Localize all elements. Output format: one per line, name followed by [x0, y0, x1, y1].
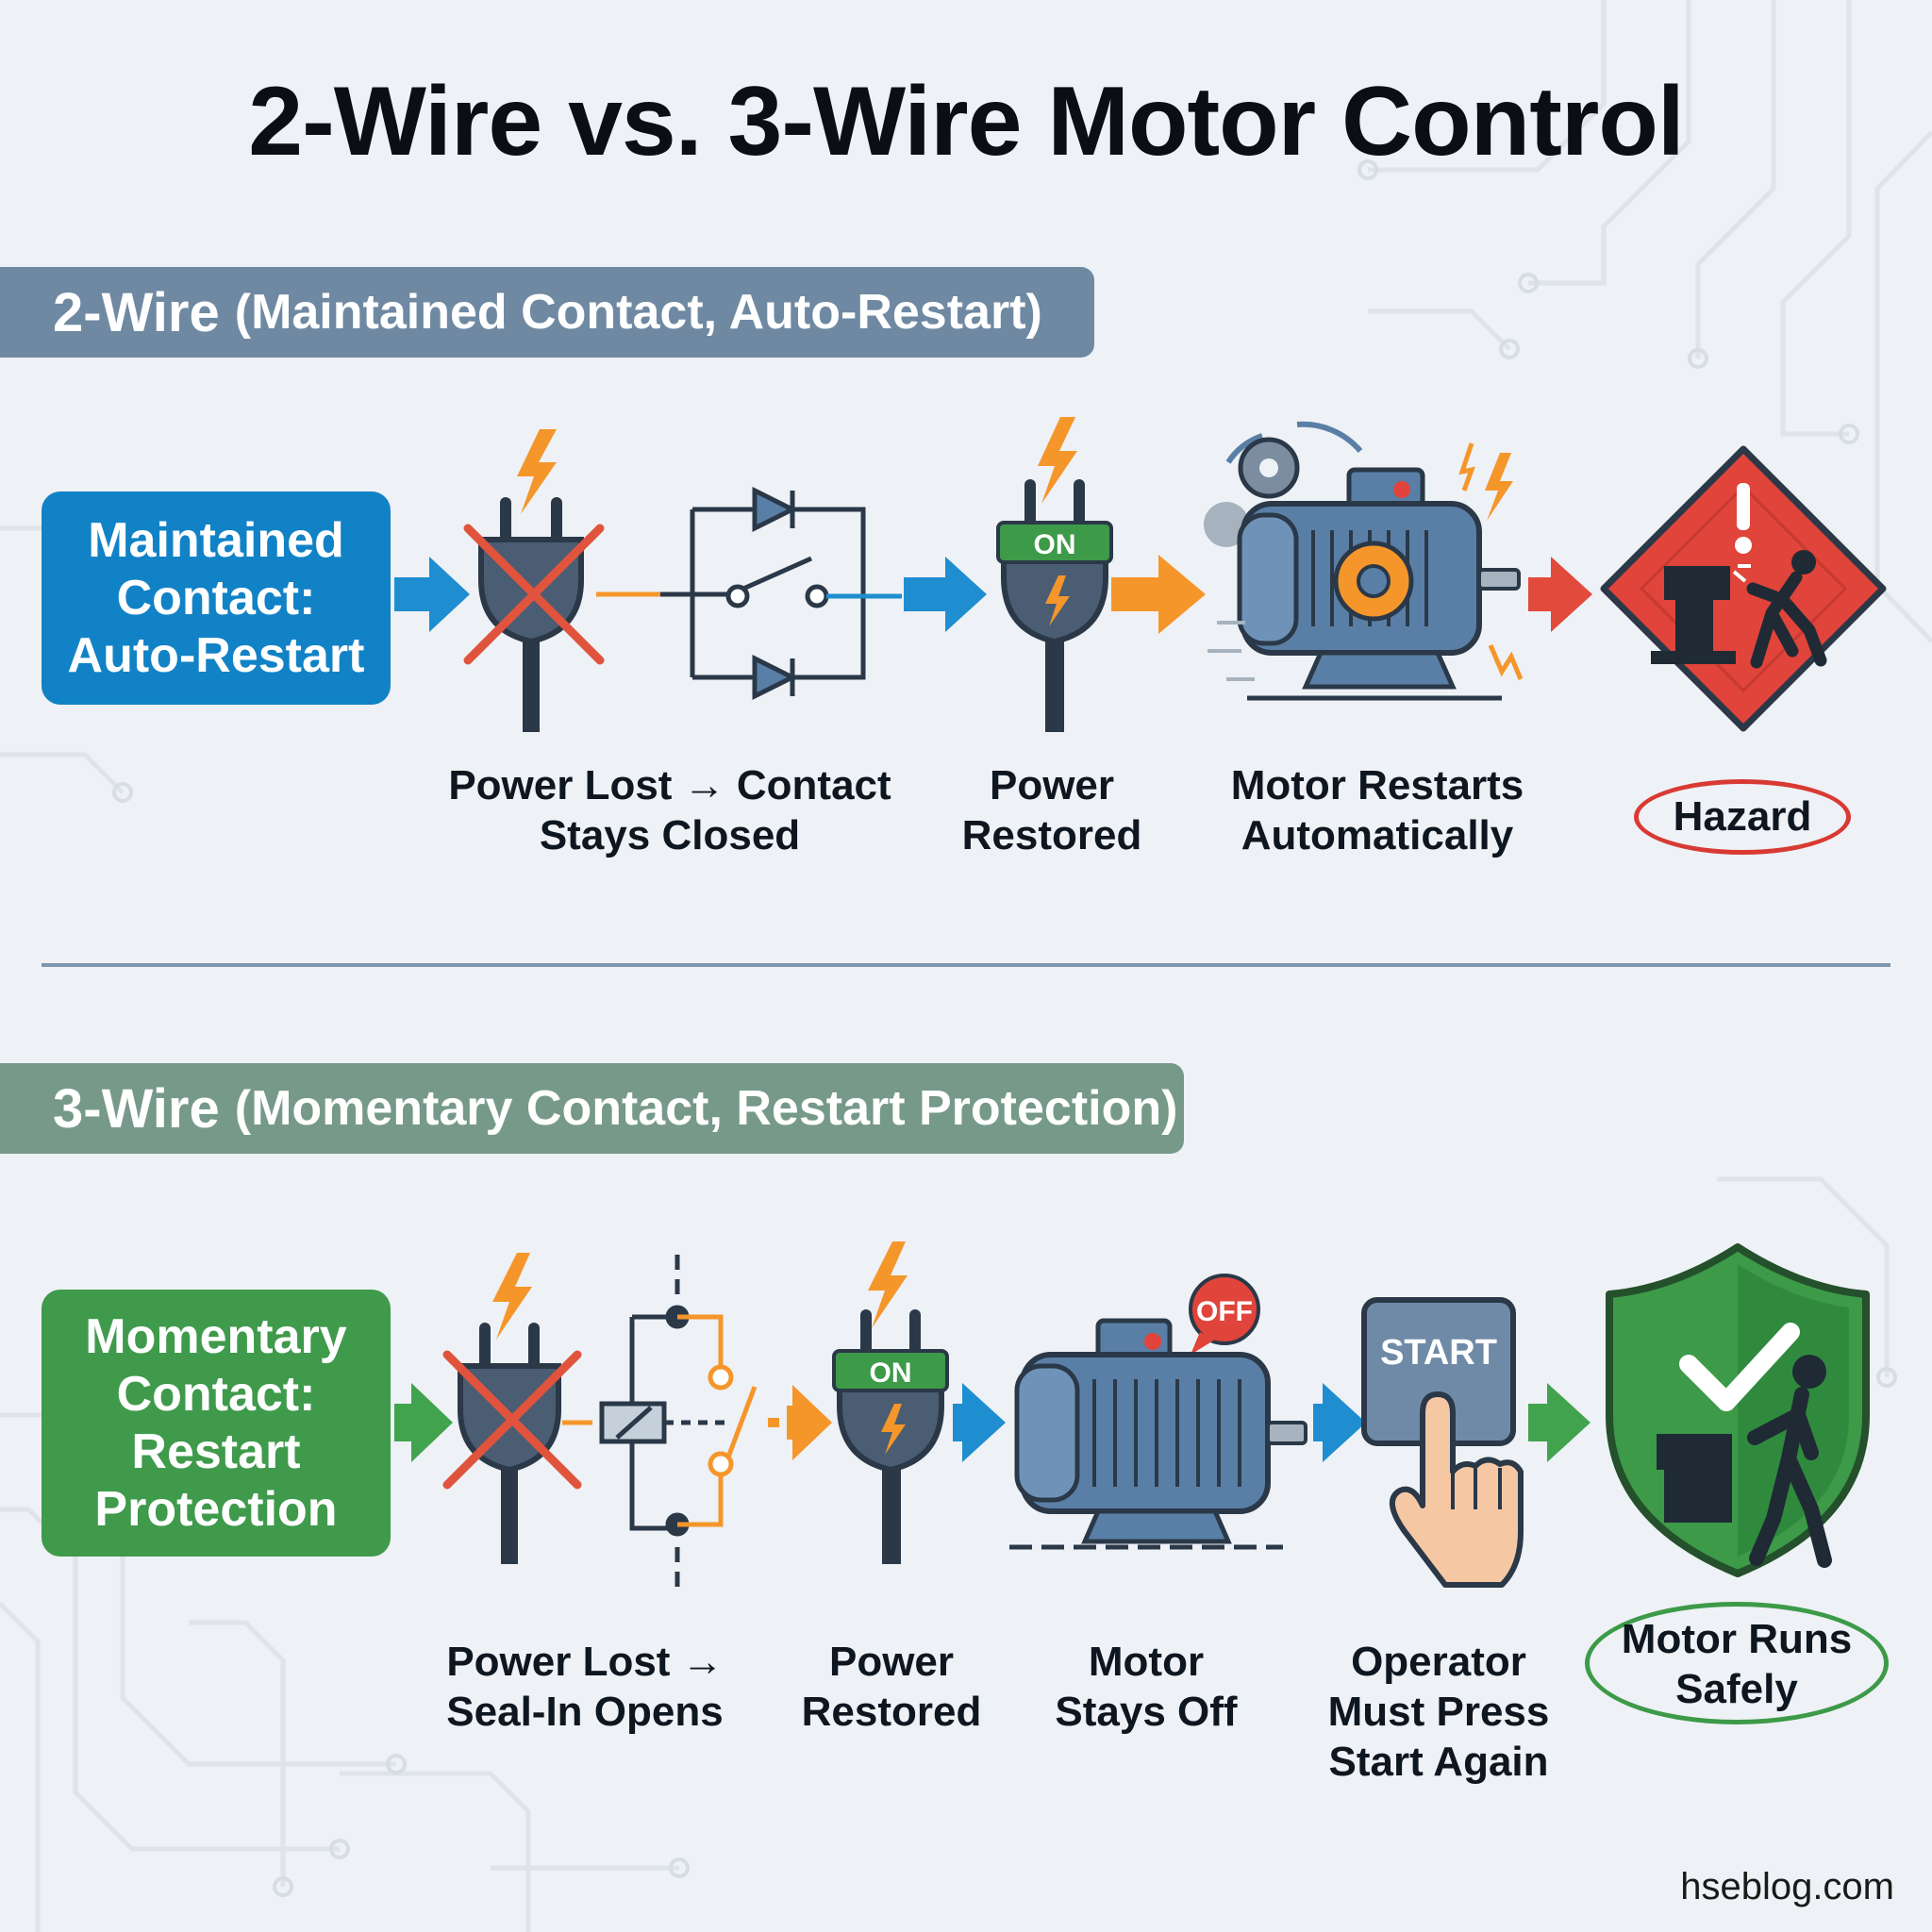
caption-power-restored: Power Restored	[801, 1639, 982, 1735]
on-badge: ON	[870, 1357, 912, 1389]
plug-on-icon: ON	[832, 1241, 949, 1564]
arrow-green-icon	[1528, 1383, 1591, 1462]
page-title: 2-Wire vs. 3-Wire Motor Control	[248, 67, 1684, 176]
start-button-label: START	[1380, 1333, 1497, 1373]
section-divider	[42, 963, 1890, 967]
two-wire-flow-diagram: ON	[394, 417, 1887, 732]
arrow-orange-icon	[787, 1385, 832, 1460]
arrow-blue-icon	[1313, 1383, 1366, 1462]
caption-motor-restarts-automatically: Motor Restarts Automatically	[1230, 762, 1524, 858]
unplugged-crossed-plug-icon	[442, 1253, 582, 1564]
off-badge: OFF	[1196, 1296, 1253, 1327]
three-wire-banner: 3-Wire (Momentary Contact, Restart Prote…	[0, 1063, 1184, 1154]
two-wire-heading: 2-Wire	[53, 281, 220, 343]
caption-power-lost-seal-in-opens: Power Lost → Seal-In Opens	[446, 1639, 724, 1735]
on-badge: ON	[1034, 529, 1076, 560]
caption-operator-must-press-start: Operator Must Press Start Again	[1327, 1639, 1550, 1785]
footer-site-credit: hseblog.com	[1680, 1866, 1894, 1907]
two-wire-subheading: (Maintained Contact, Auto-Restart)	[234, 285, 1042, 340]
safety-shield-icon	[1606, 1243, 1870, 1577]
three-wire-heading: 3-Wire	[53, 1077, 220, 1140]
two-wire-banner: 2-Wire (Maintained Contact, Auto-Restart…	[0, 267, 1094, 358]
arrow-blue-icon	[953, 1383, 1006, 1462]
arrow-blue-icon	[904, 557, 987, 632]
plug-on-icon: ON	[996, 417, 1113, 732]
caption-motor-runs-safely: Motor Runs Safely	[1585, 1602, 1889, 1724]
unplugged-crossed-plug-icon	[463, 429, 605, 732]
maintained-contact-switch-schematic	[660, 486, 902, 701]
arrow-orange-icon	[1111, 555, 1206, 634]
three-wire-flow-diagram: ON OFF START	[394, 1241, 1870, 1594]
caption-power-restored: Power Restored	[961, 762, 1142, 858]
caption-motor-stays-off: Motor Stays Off	[1055, 1639, 1238, 1735]
start-button-press-icon: START	[1361, 1297, 1524, 1588]
arrow-green-icon	[394, 1383, 453, 1462]
caption-power-lost-contact-closed: Power Lost → Contact Stays Closed	[448, 762, 891, 858]
hazard-warning-sign-icon	[1600, 445, 1887, 732]
running-motor-icon	[1204, 421, 1524, 701]
three-wire-subheading: (Momentary Contact, Restart Protection)	[234, 1081, 1178, 1136]
three-wire-side-label: Momentary Contact: Restart Protection	[42, 1290, 391, 1557]
stopped-motor-icon: OFF	[1009, 1274, 1307, 1550]
caption-hazard: Hazard	[1634, 779, 1851, 855]
seal-in-contact-schematic	[599, 1255, 758, 1594]
arrow-red-icon	[1528, 557, 1592, 632]
arrow-blue-icon	[394, 557, 470, 632]
two-wire-side-label: Maintained Contact: Auto-Restart	[42, 491, 391, 705]
